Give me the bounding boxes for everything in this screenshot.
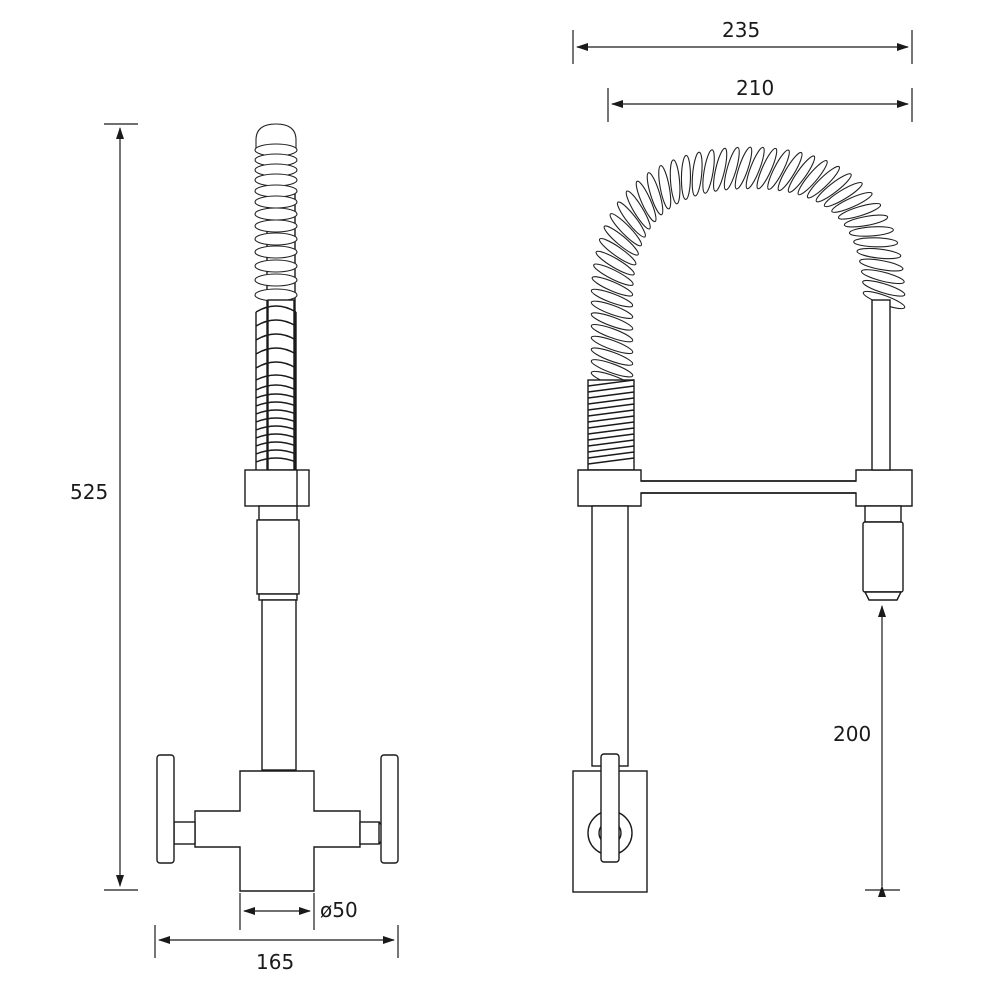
width-dimension-label: 165 [256, 950, 295, 974]
spray-head [862, 521, 904, 593]
spout-reach-dimension-label: 210 [736, 76, 775, 100]
spray-height-dimension-line [865, 605, 900, 897]
mixer-body [194, 770, 361, 892]
front-view [104, 123, 399, 958]
riser-column [591, 505, 629, 767]
reach-dimension-label: 235 [722, 18, 761, 42]
arched-spring [590, 146, 906, 390]
height-dimension-line [104, 123, 138, 891]
spout-stem [261, 599, 297, 771]
spray-handle [256, 519, 300, 595]
vertical-spring [254, 123, 298, 471]
side-lever-handle [600, 753, 620, 863]
spout-reach-dimension-line [607, 88, 913, 122]
spring-collar [244, 469, 310, 507]
left-lever-handle [156, 754, 175, 864]
base-collar [577, 469, 913, 507]
height-dimension-label: 525 [70, 480, 109, 504]
reach-dimension-line [572, 30, 913, 64]
diameter-dimension-label: ø50 [320, 898, 358, 922]
spray-height-dimension-label: 200 [833, 722, 872, 746]
right-lever-handle [380, 754, 399, 864]
diameter-dimension-line [239, 893, 315, 930]
width-dimension-line [154, 925, 399, 958]
side-view [572, 30, 913, 897]
